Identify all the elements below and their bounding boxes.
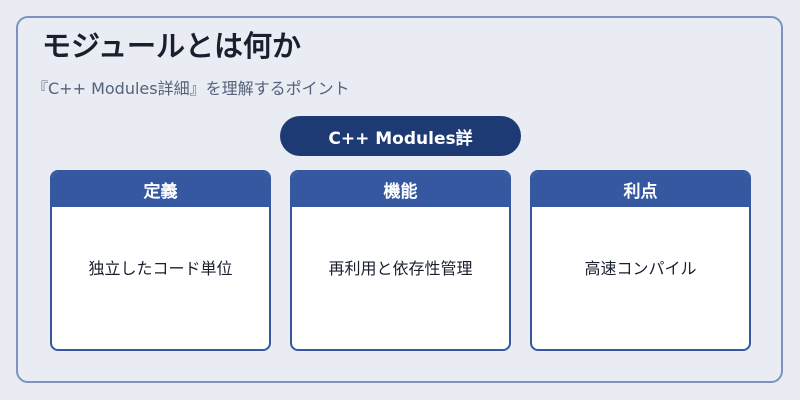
card-function-body: 再利用と依存性管理 [328, 259, 473, 278]
card-function-heading: 機能 [292, 172, 509, 207]
card-definition: 定義 独立したコード単位 [50, 170, 271, 351]
card-benefit-heading: 利点 [532, 172, 749, 207]
page-title: モジュールとは何か [42, 29, 301, 63]
card-function: 機能 再利用と依存性管理 [290, 170, 511, 351]
card-definition-body: 独立したコード単位 [88, 259, 233, 278]
card-definition-heading: 定義 [52, 172, 269, 207]
page-subtitle: 『C++ Modules詳細』を理解するポイント [32, 79, 350, 98]
card-benefit-body: 高速コンパイル [584, 259, 697, 278]
card-benefit: 利点 高速コンパイル [530, 170, 751, 351]
central-topic-pill: C++ Modules詳 [280, 116, 521, 156]
